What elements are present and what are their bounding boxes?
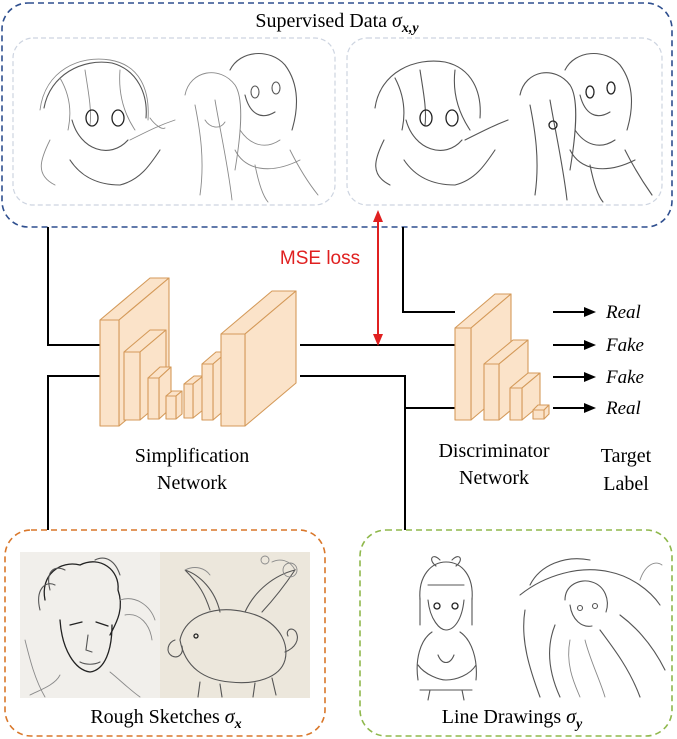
simplification-network [99,277,297,427]
discriminator-label-line1: Discriminator [438,440,549,462]
supervised-rough-image [39,52,319,203]
discriminator-label-line2: Network [459,467,529,489]
discriminator-network [454,293,550,421]
supervised-rough-panel [12,37,336,206]
supervised-clean-image [374,52,653,203]
supervised-clean-panel [346,37,663,206]
rough-sketches-title: Rough Sketches σx [90,706,241,732]
mse-loss-label: MSE loss [280,248,360,269]
connectors [47,227,455,530]
target-label-line2: Label [603,473,649,495]
output-label-3: Fake [605,367,644,388]
rough-sketches-image [20,552,310,698]
line-drawings-title: Line Drawings σy [442,706,583,732]
supervised-data-title: Supervised Data σx,y [255,10,419,36]
output-label-4: Real [605,398,641,419]
line-drawings-box [359,529,673,737]
rough-sketches-box [4,529,326,737]
output-arrows [553,311,585,409]
output-label-2: Fake [605,335,644,356]
output-label-1: Real [605,302,641,323]
mse-arrow [373,210,383,346]
line-drawings-image [416,556,666,701]
supervised-data-box [1,2,673,228]
simplification-label-line2: Network [157,472,227,494]
target-label-line1: Target [601,445,652,467]
simplification-label-line1: Simplification [135,445,249,467]
